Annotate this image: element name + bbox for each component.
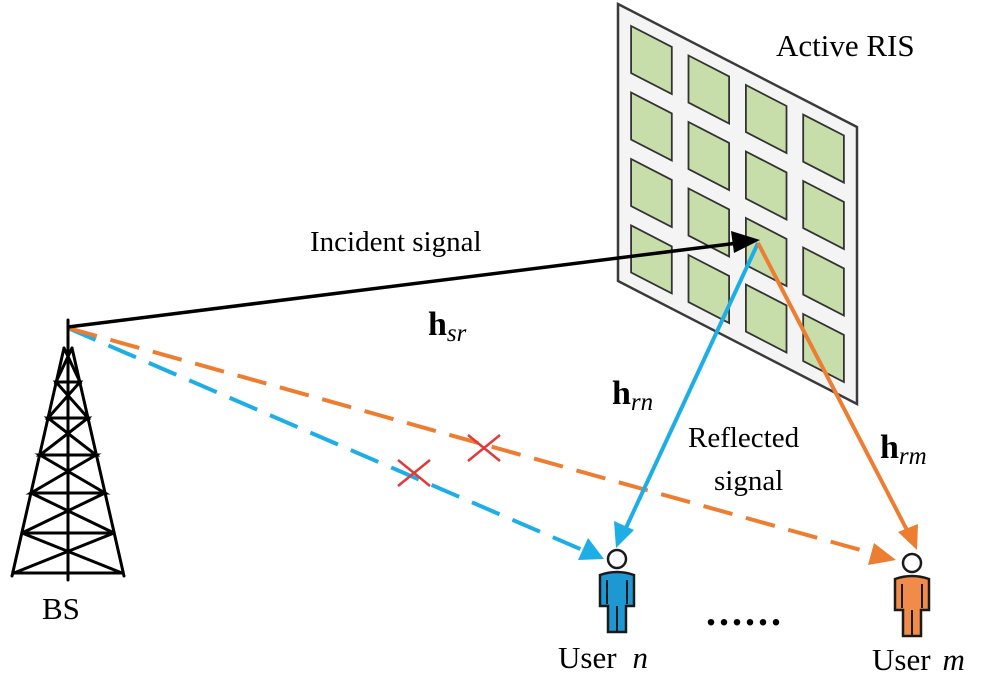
ris-element (802, 179, 845, 251)
ris-panel (616, 1, 859, 407)
reflected-link-user-n (623, 242, 760, 531)
blocked-direct-links (67, 326, 896, 565)
blocked-link-user-n-arrowhead (578, 538, 604, 560)
ris-element (630, 24, 673, 96)
reflected-label-line2: signal (714, 465, 783, 497)
blocked-mark-user-m (467, 434, 501, 462)
reflected-link-user-m (756, 242, 910, 533)
ellipsis-dots: ...... (706, 589, 784, 634)
incident-link (67, 231, 760, 329)
ris-element (745, 216, 788, 288)
ris-title: Active RIS (776, 28, 915, 63)
incident-signal-arrow (67, 241, 739, 329)
reflected-link-user-n-arrowhead (614, 521, 634, 548)
ris-element (687, 120, 730, 192)
ris-element (687, 253, 730, 325)
reflected-link-user-m-arrowhead (898, 524, 918, 550)
incident-signal-arrowhead (731, 231, 760, 253)
channel-label-rm: hrm (880, 429, 927, 470)
ris-element (802, 312, 845, 384)
ris-element (630, 91, 673, 162)
blocked-link-user-m-arrowhead (868, 543, 896, 565)
ris-element (802, 113, 845, 185)
ris-element (745, 83, 788, 155)
ris-element (630, 157, 673, 229)
ris-element (745, 150, 788, 221)
reflected-label-line1: Reflected (688, 422, 800, 454)
ris-element (802, 246, 845, 317)
reflected-links (614, 242, 918, 550)
incident-signal-label: Incident signal (310, 226, 482, 258)
ris-element (687, 187, 730, 258)
bs-label: BS (42, 591, 80, 626)
user-n-icon (598, 548, 636, 634)
ris-frame (616, 1, 859, 407)
ris-element (687, 54, 730, 125)
channel-label-rn: hrn (612, 375, 653, 416)
user-m-icon (893, 552, 931, 638)
blocked-mark-user-n (397, 459, 431, 487)
ris-element (745, 283, 788, 354)
ris-element-grid (630, 24, 845, 384)
channel-label-sr: hsr (428, 306, 467, 347)
bs-tower-icon (10, 318, 126, 582)
blocked-link-user-n (67, 326, 595, 557)
